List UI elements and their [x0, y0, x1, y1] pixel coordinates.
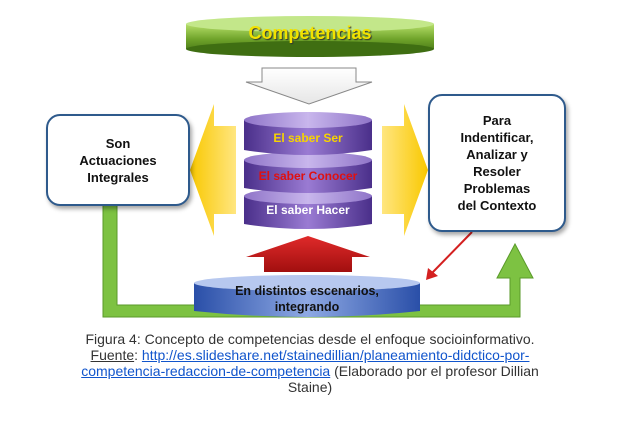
competencias-banner — [186, 16, 434, 57]
left-box-line: Integrales — [87, 169, 149, 185]
figure-caption: Figura 4: Concepto de competencias desde… — [30, 331, 590, 395]
base-line: integrando — [274, 300, 340, 314]
right-box-line: Problemas — [463, 181, 531, 196]
pointer-head — [426, 268, 438, 280]
right-box-line: Analizar y — [466, 147, 528, 162]
left-arrow — [190, 104, 236, 236]
right-box-line: Para — [482, 113, 512, 128]
base-line: En distintos escenarios, — [235, 284, 379, 298]
layer-conocer-label: El saber Conocer — [258, 169, 358, 183]
right-box-line: del Contexto — [457, 198, 537, 213]
right-box-line: Indentificar, — [460, 130, 534, 145]
right-box-line: Resoler — [473, 164, 521, 179]
source-link-part2[interactable]: competencia-redaccion-de-competencia — [81, 363, 331, 379]
right-box: Para Indentificar, Analizar y Resoler Pr… — [428, 94, 566, 232]
layer-ser-label: El saber Ser — [273, 131, 343, 145]
caption-author: (Elaborado por el profesor Dillian — [330, 363, 539, 379]
up-arrow — [246, 236, 370, 272]
layer-hacer-label: El saber Hacer — [266, 203, 350, 217]
banner-title: Competencias — [248, 23, 372, 43]
layer-hacer — [244, 188, 372, 229]
left-box-line: Son — [105, 135, 131, 151]
diagram-graphics — [102, 16, 534, 318]
layer-conocer — [244, 152, 372, 193]
layer-ser — [244, 112, 372, 155]
base-cylinder — [194, 275, 420, 317]
flow-arrow — [102, 204, 534, 318]
left-box: Son Actuaciones Integrales — [46, 114, 190, 206]
base-label: En distintos escenarios, integrando — [194, 283, 420, 315]
caption-title: Figura 4: Concepto de competencias desde… — [85, 331, 535, 347]
down-arrow — [245, 67, 373, 105]
pointer-line — [431, 231, 473, 274]
left-box-line: Actuaciones — [79, 152, 157, 168]
caption-author-end: Staine) — [287, 379, 333, 395]
source-label: Fuente — [90, 347, 135, 363]
source-link-part1[interactable]: http://es.slideshare.net/stainedillian/p… — [141, 347, 530, 363]
diagram: Competencias El saber Ser El saber Conoc… — [46, 16, 566, 318]
right-arrow — [382, 104, 428, 236]
